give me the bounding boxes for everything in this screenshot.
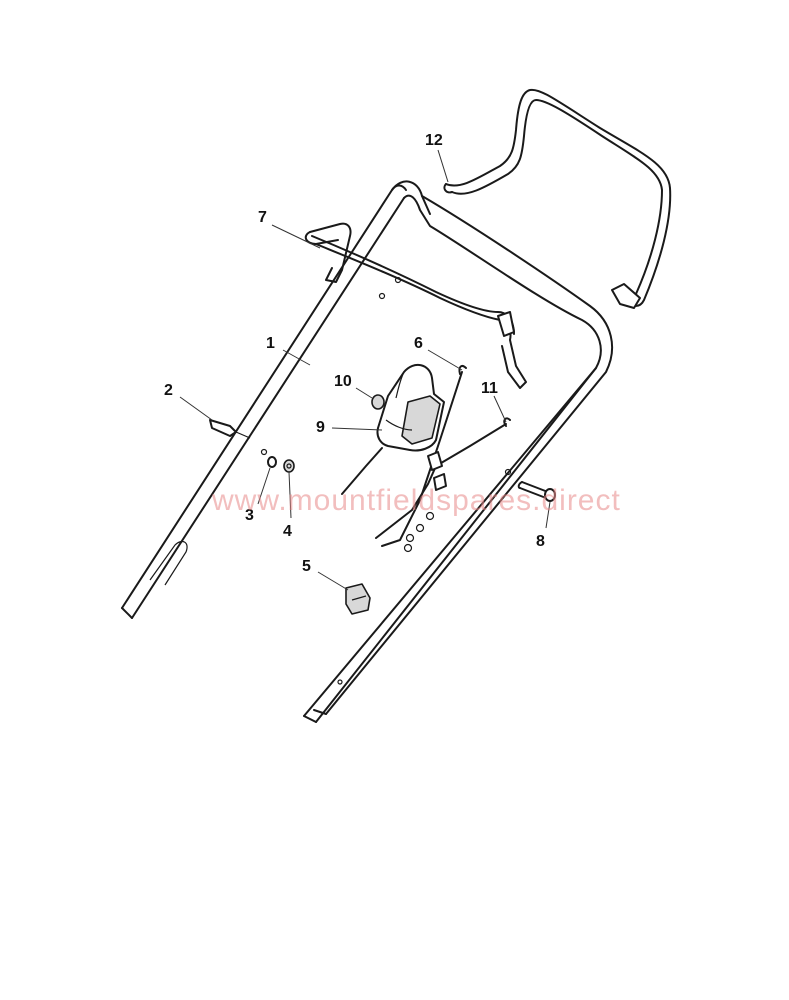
callout-6: 6 bbox=[414, 335, 423, 352]
callout-1: 1 bbox=[266, 335, 275, 352]
throttle-control-part-9 bbox=[341, 363, 445, 495]
cables-parts-6-11 bbox=[375, 365, 511, 547]
callout-7: 7 bbox=[258, 209, 267, 226]
knob-part-10 bbox=[371, 394, 385, 410]
cable-washers bbox=[403, 511, 435, 553]
callout-4: 4 bbox=[283, 523, 292, 540]
bail-bar-part-12 bbox=[443, 88, 672, 309]
control-rod-part-7 bbox=[304, 222, 527, 389]
bolt-part-2 bbox=[209, 419, 251, 439]
washer-part-3 bbox=[267, 456, 277, 468]
callout-10: 10 bbox=[334, 373, 352, 390]
callout-5: 5 bbox=[302, 558, 311, 575]
callout-labels: 1 2 3 4 5 6 7 8 9 10 11 12 bbox=[164, 132, 545, 575]
nut-part-4 bbox=[283, 459, 295, 473]
cable-clip-part-5 bbox=[345, 583, 371, 615]
handle-tube-part-1 bbox=[121, 180, 614, 723]
callout-9: 9 bbox=[316, 419, 325, 436]
callout-2: 2 bbox=[164, 382, 173, 399]
callout-3: 3 bbox=[245, 507, 254, 524]
bolt-part-8 bbox=[517, 481, 556, 502]
callout-12: 12 bbox=[425, 132, 443, 149]
watermark-text: www.mountfieldspares.direct bbox=[211, 484, 621, 517]
callout-11: 11 bbox=[481, 380, 498, 397]
leader-lines bbox=[179, 149, 551, 591]
callout-8: 8 bbox=[536, 533, 545, 550]
